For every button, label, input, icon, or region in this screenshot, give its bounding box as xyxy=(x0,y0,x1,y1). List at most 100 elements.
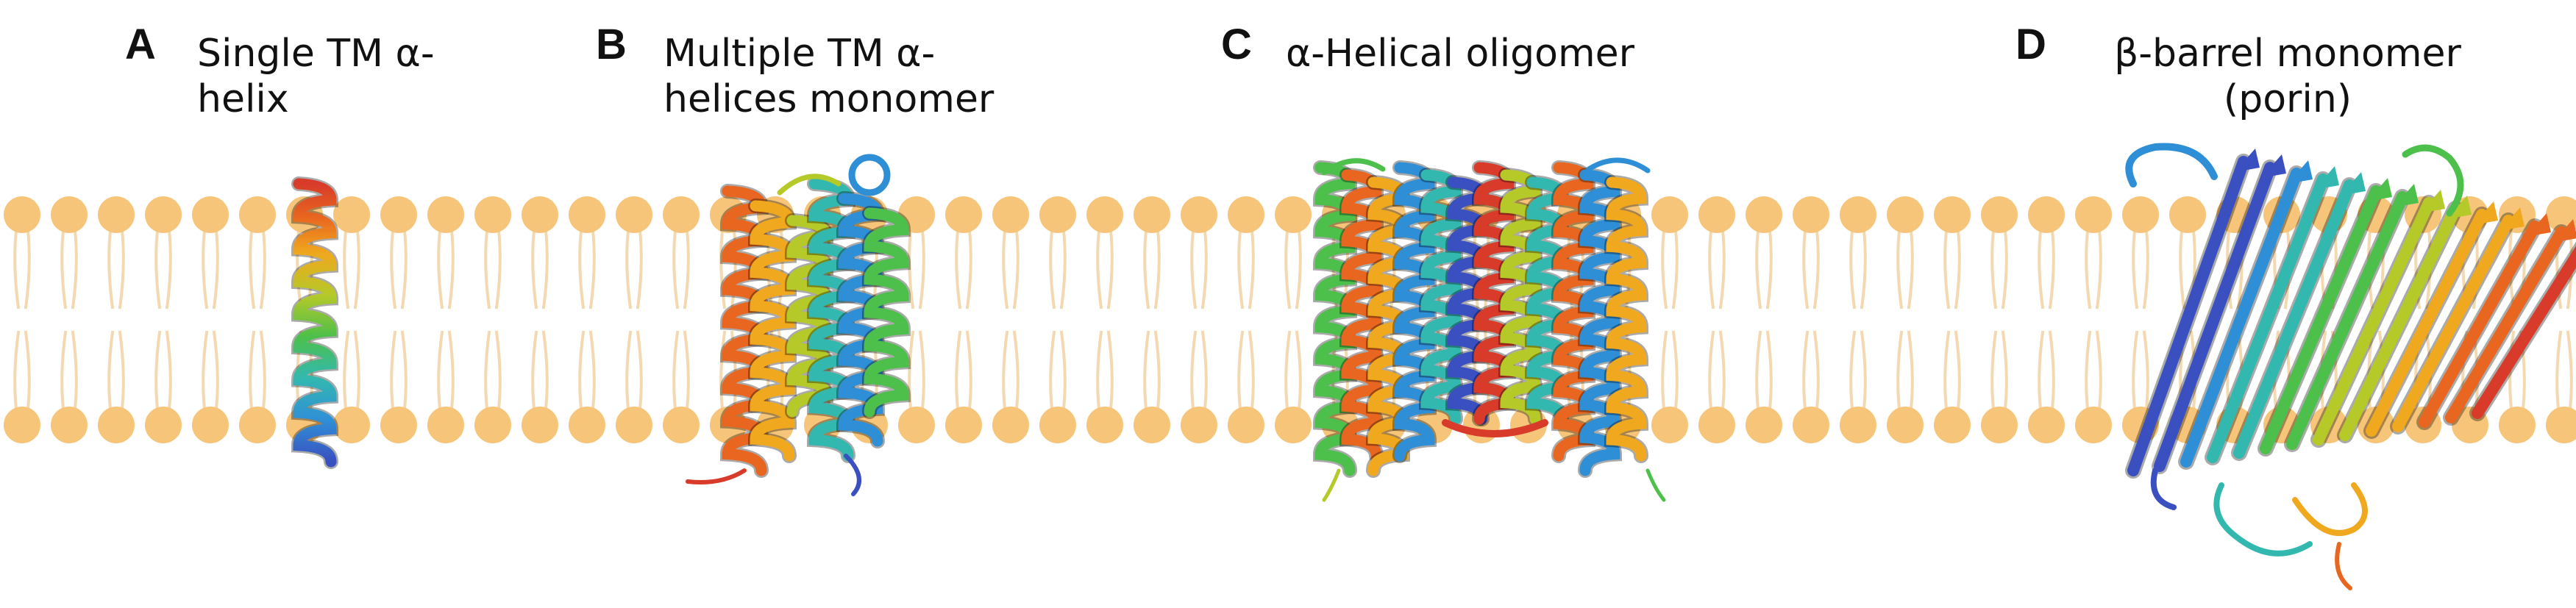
oligomer-helix xyxy=(1312,160,1358,478)
lipid-head xyxy=(663,196,700,233)
lipid-tail xyxy=(1284,230,1292,310)
lipid-tail xyxy=(1190,330,1198,409)
lipid-tail xyxy=(1059,330,1067,409)
lipid-tail xyxy=(1237,330,1245,409)
lipid-tail xyxy=(1860,230,1867,310)
tm-helix-6 xyxy=(861,206,911,419)
panel-c-letter: C xyxy=(1221,21,1252,68)
lipid-head xyxy=(51,196,88,233)
lipid-tail xyxy=(353,330,360,409)
lipid-head xyxy=(1134,407,1170,443)
lipid-head xyxy=(380,196,417,233)
lipid-tail xyxy=(1860,330,1867,409)
lipid-tail xyxy=(1284,330,1292,409)
lipid-tail xyxy=(2132,330,2139,409)
lipid-tail xyxy=(1248,330,1255,409)
lipid-tail xyxy=(249,330,256,409)
lipid-head xyxy=(1746,196,1782,233)
lipid-tail xyxy=(1802,330,1810,409)
lipid-head xyxy=(522,196,558,233)
lipid-tail xyxy=(531,230,538,310)
periplasmic-loop xyxy=(2335,542,2352,590)
lipid-tail xyxy=(1248,230,1255,310)
lipid-head xyxy=(1039,196,1076,233)
lipid-head xyxy=(380,407,417,443)
lipid-tail xyxy=(1755,230,1762,310)
lipid-head xyxy=(522,407,558,443)
lipid-tail xyxy=(1106,230,1114,310)
lipid-tail xyxy=(437,230,444,310)
lipid-head xyxy=(2028,196,2065,233)
lipid-tail xyxy=(1708,330,1715,409)
lipid-tail xyxy=(1661,330,1668,409)
lipid-tail xyxy=(60,230,68,310)
lipid-tail xyxy=(531,330,538,409)
lipid-tail xyxy=(1671,330,1679,409)
lipid-tail xyxy=(1106,330,1114,409)
lipid-head xyxy=(192,196,229,233)
protein-loop xyxy=(1321,158,1386,176)
lipid-head xyxy=(333,407,370,443)
panel-b-title: Multiple TM α- helices monomer xyxy=(663,32,995,121)
lipid-head xyxy=(1793,196,1829,233)
lipid-tail xyxy=(1907,230,1914,310)
lipid-tail xyxy=(494,230,502,310)
lipid-head xyxy=(98,407,135,443)
lipid-tail xyxy=(578,330,586,409)
lipid-head xyxy=(239,196,276,233)
lipid-tail xyxy=(71,230,78,310)
lipid-tail xyxy=(202,230,209,310)
lipid-tail xyxy=(1671,230,1679,310)
lipid-tail xyxy=(1896,230,1904,310)
lipid-tail xyxy=(1096,330,1103,409)
protein-loop xyxy=(777,174,842,196)
protein-loop xyxy=(1322,468,1341,502)
lipid-tail xyxy=(719,330,727,409)
oligomer-interface-loop xyxy=(1442,419,1548,437)
panel-a-title: Single TM α- helix xyxy=(197,32,435,121)
lipid-head xyxy=(145,196,182,233)
lipid-tail xyxy=(437,330,444,409)
lipid-head xyxy=(2546,407,2576,443)
lipid-tail xyxy=(1012,230,1020,310)
lipid-tail xyxy=(1765,230,1773,310)
lipid-tail xyxy=(955,330,962,409)
lipid-tail xyxy=(484,330,491,409)
lipid-tail xyxy=(494,330,502,409)
lipid-tail xyxy=(118,230,125,310)
lipid-head xyxy=(98,196,135,233)
lipid-tail xyxy=(1389,330,1396,409)
lipid-tail xyxy=(2001,330,2008,409)
lipid-tail xyxy=(343,330,350,409)
lipid-tail xyxy=(1907,330,1914,409)
lipid-head xyxy=(2169,196,2206,233)
lipid-tail xyxy=(118,330,125,409)
lipid-tail xyxy=(1849,330,1857,409)
panel-b-letter: B xyxy=(596,21,627,68)
lipid-head xyxy=(898,407,935,443)
lipid-tail xyxy=(13,330,21,409)
lipid-tail xyxy=(1718,330,1726,409)
lipid-tail xyxy=(1812,330,1820,409)
beta-strand xyxy=(2390,207,2525,434)
lipid-tail xyxy=(777,230,784,310)
lipid-tail xyxy=(636,330,643,409)
lipid-tail xyxy=(908,330,915,409)
lipid-tail xyxy=(400,230,408,310)
extracellular-loop xyxy=(2402,144,2464,217)
lipid-tail xyxy=(71,330,78,409)
lipid-tail xyxy=(2095,330,2102,409)
lipid-tail xyxy=(1718,230,1726,310)
lipid-head xyxy=(1039,407,1076,443)
lipid-tail xyxy=(1049,330,1056,409)
lipid-tail xyxy=(60,330,68,409)
lipid-tail xyxy=(1002,230,1009,310)
lipid-head xyxy=(427,407,464,443)
lipid-head xyxy=(1086,407,1123,443)
lipid-head xyxy=(4,407,40,443)
lipid-head xyxy=(51,407,88,443)
lipid-head xyxy=(239,407,276,443)
lipid-tail xyxy=(1190,230,1198,310)
beta-strand xyxy=(2443,219,2576,426)
lipid-tail xyxy=(390,330,397,409)
